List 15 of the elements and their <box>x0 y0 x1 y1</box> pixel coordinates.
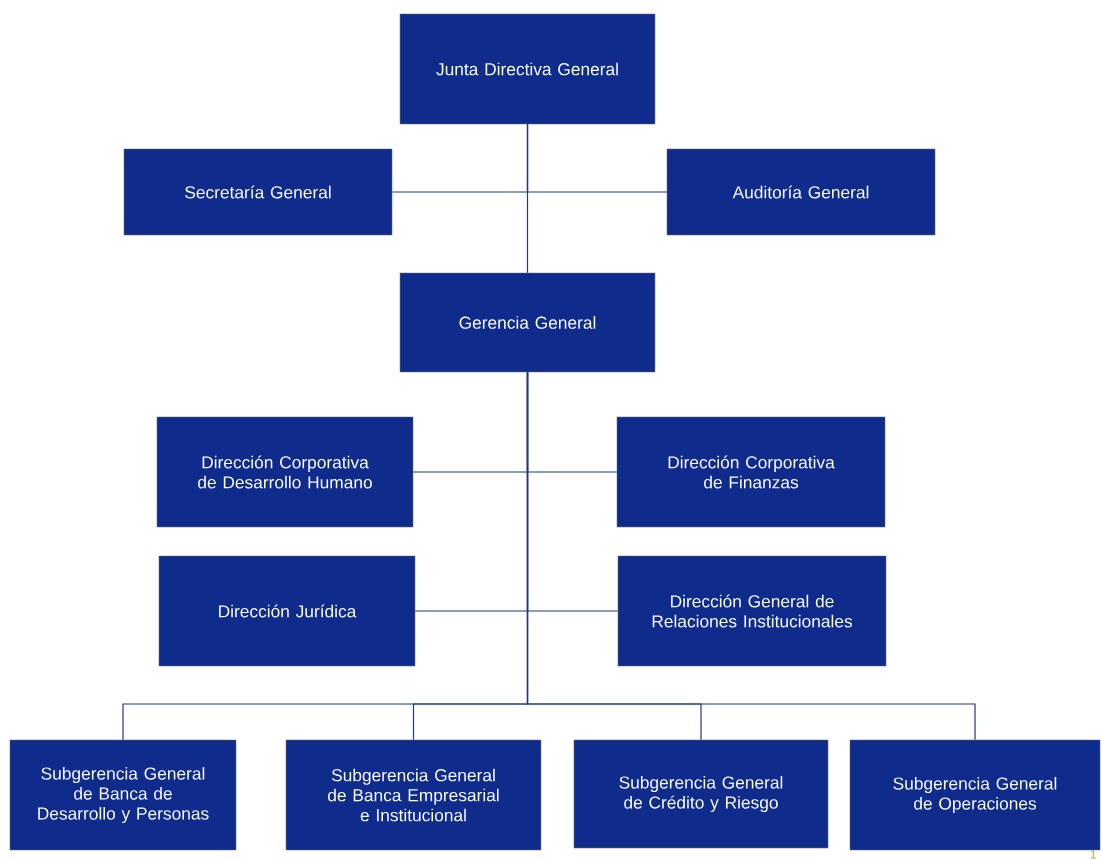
org-box: Secretaría General <box>123 148 393 236</box>
org-box: Dirección Corporativa de Desarrollo Humano <box>156 416 414 528</box>
connector-line <box>526 371 976 741</box>
org-box: Gerencia General <box>399 272 656 373</box>
connector-line <box>526 123 529 274</box>
org-box: Subgerencia General de Operaciones <box>849 739 1101 851</box>
org-box: Junta Directiva General <box>399 13 656 125</box>
org-box: Auditoría General <box>666 148 936 236</box>
org-box: Subgerencia General de Banca Empresarial e Institucional <box>285 739 542 851</box>
org-box: Subgerencia General de Crédito y Riesgo <box>573 739 829 849</box>
org-box: Dirección General de Relaciones Institucionales <box>617 555 887 667</box>
org-box: Subgerencia General de Banca de Desarrollo y Personas <box>9 739 237 851</box>
page-number: 1 <box>1090 850 1096 859</box>
org-box: Dirección Corporativa de Finanzas <box>616 416 886 528</box>
org-box: Dirección Jurídica <box>158 555 416 667</box>
